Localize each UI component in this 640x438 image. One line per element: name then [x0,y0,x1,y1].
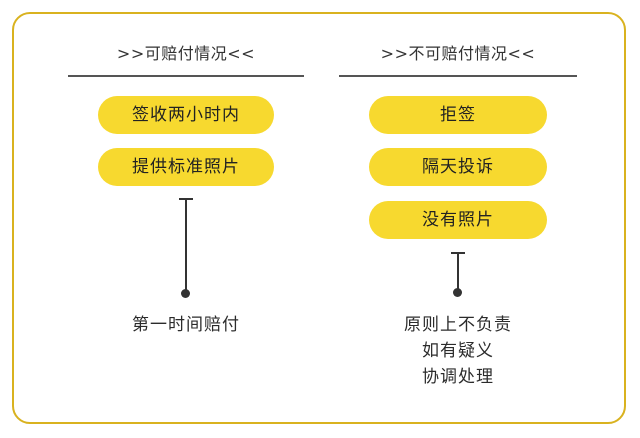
payable-condition-signed-within-two-hours: 签收两小时内 [98,96,274,134]
non-payable-result: 原则上不负责 如有疑义 协调处理 [339,312,577,390]
payable-result: 第一时间赔付 [68,312,304,338]
non-payable-condition-refused: 拒签 [369,96,547,134]
non-payable-result-line-1: 原则上不负责 [404,315,512,335]
payable-connector-dot [181,289,190,298]
non-payable-condition-next-day-complaint: 隔天投诉 [369,148,547,186]
non-payable-condition-no-photo: 没有照片 [369,201,547,239]
payable-condition-standard-photo: 提供标准照片 [98,148,274,186]
non-payable-connector-line [457,252,459,292]
payable-connector-line [185,198,187,294]
payable-heading: >>可赔付情况<< [116,44,256,63]
non-payable-divider [339,75,577,77]
payable-result-text: 第一时间赔付 [132,315,240,335]
non-payable-result-line-2: 如有疑义 [422,341,494,361]
non-payable-result-line-3: 协调处理 [422,367,494,387]
non-payable-connector-dot [453,288,462,297]
payable-divider [68,75,304,77]
non-payable-heading: >>不可赔付情况<< [380,44,536,63]
